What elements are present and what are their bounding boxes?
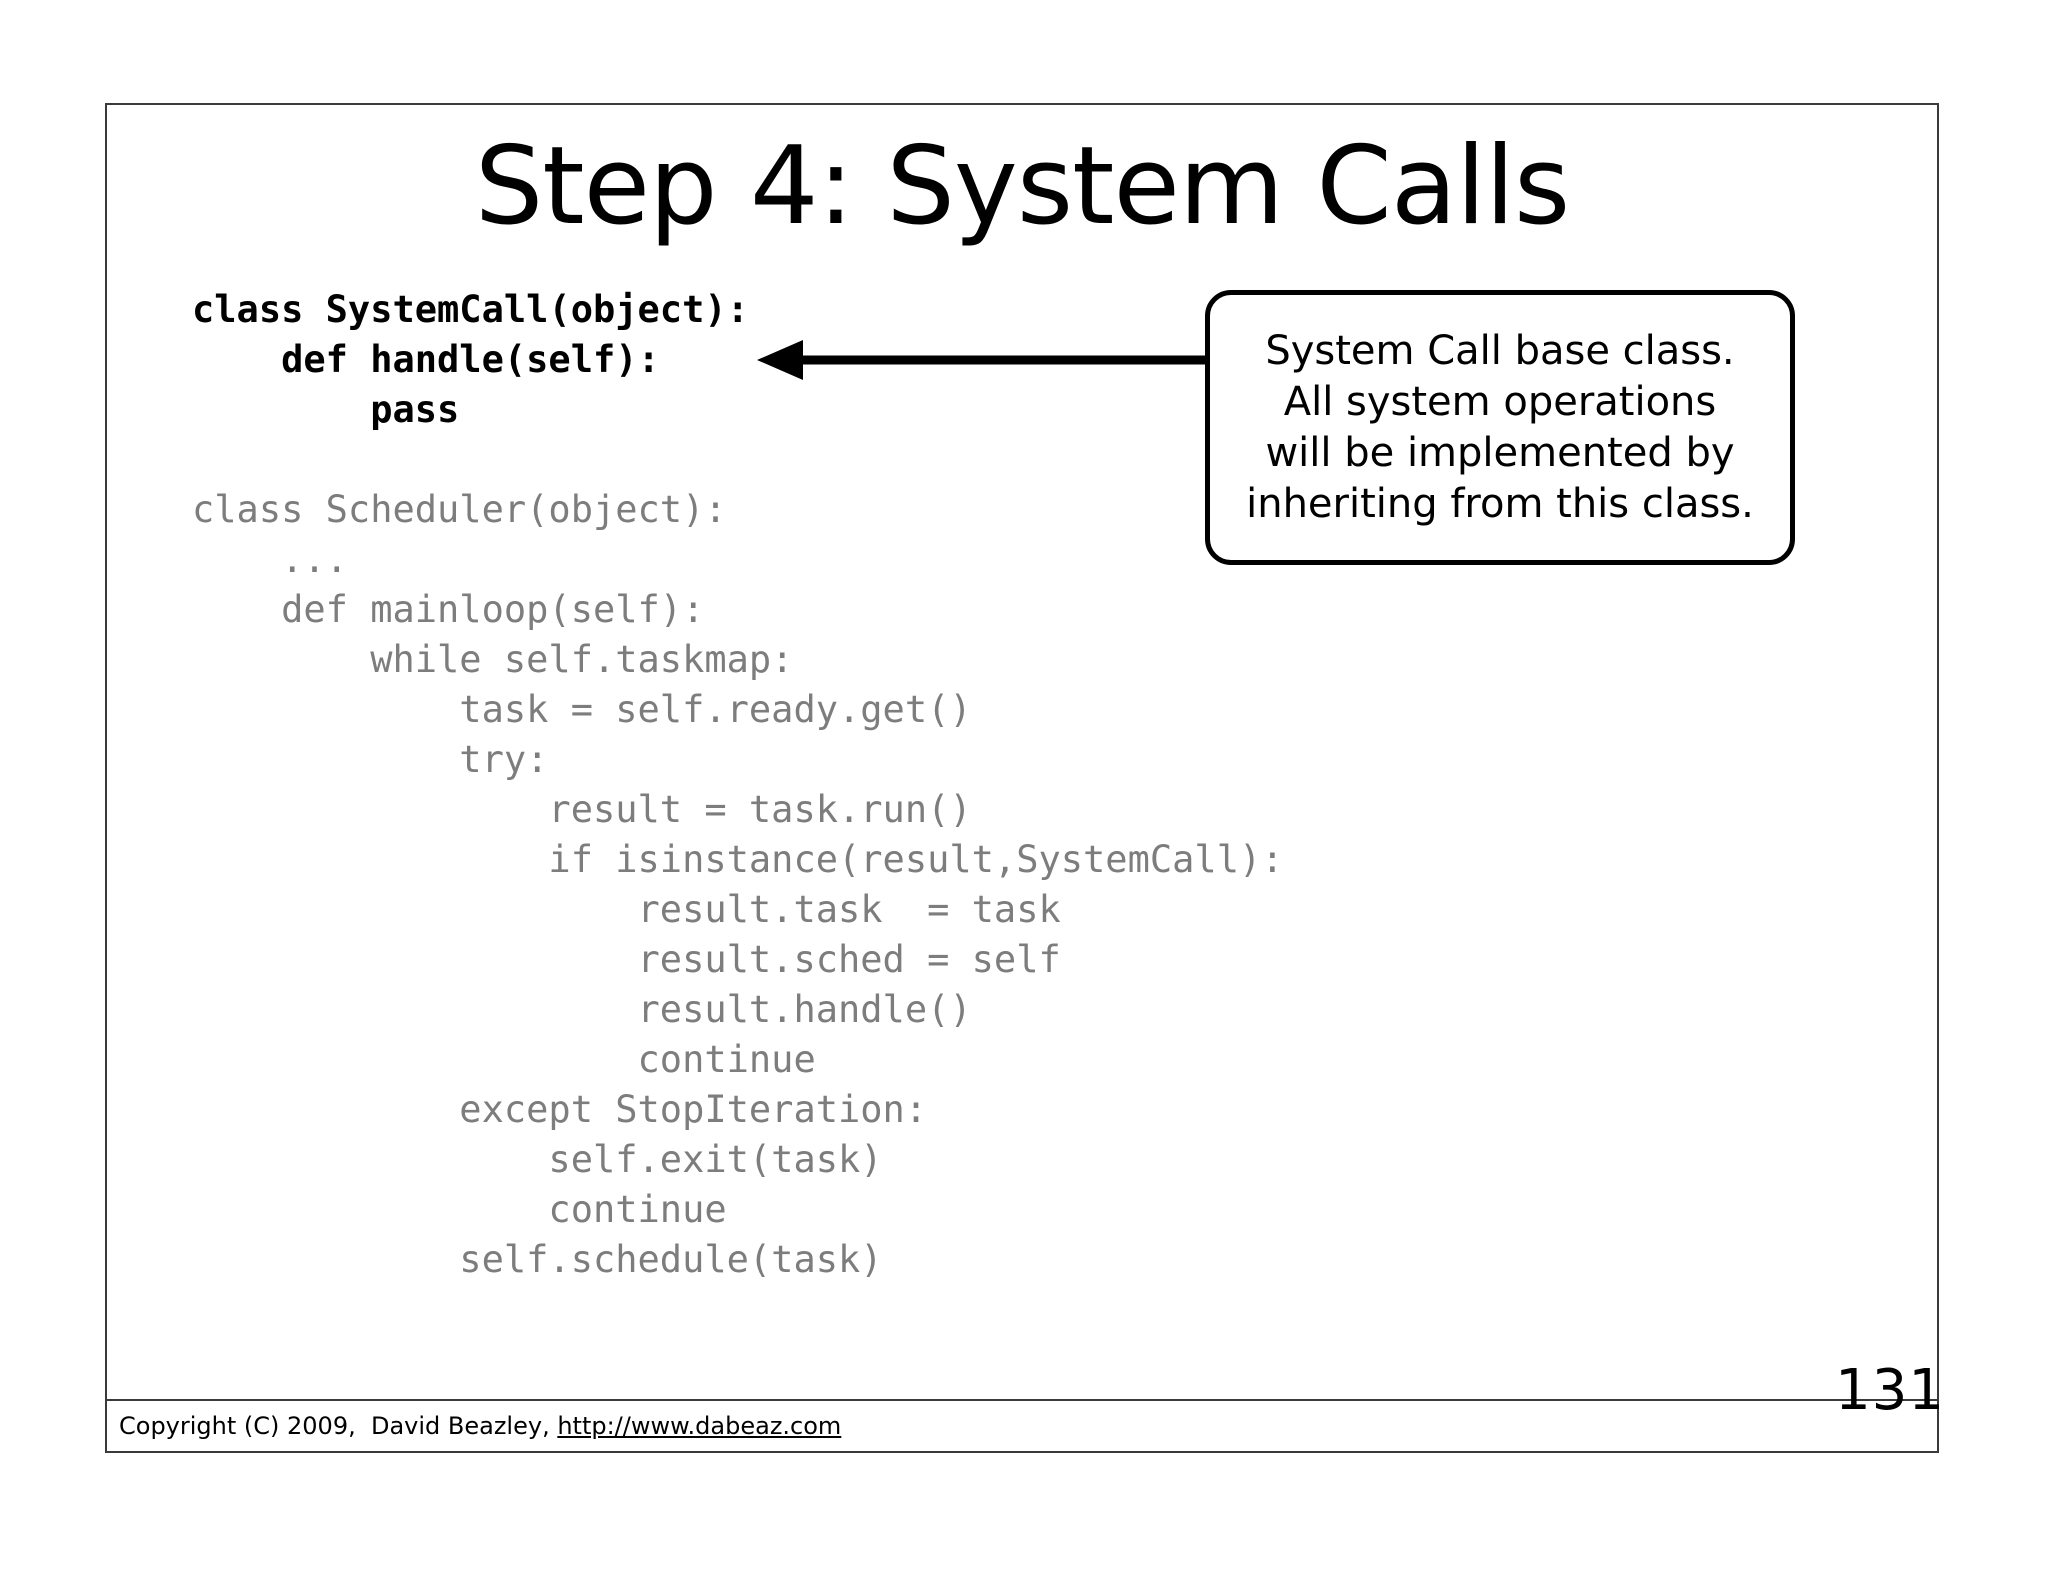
code-line: continue [192, 1038, 816, 1081]
code-line: result.task = task [192, 888, 1061, 931]
code-line: pass [192, 388, 460, 431]
code-line: while self.taskmap: [192, 638, 794, 681]
slide-frame: Step 4: System Calls class SystemCall(ob… [105, 103, 1944, 1453]
code-line: task = self.ready.get() [192, 688, 972, 731]
code-line: class Scheduler(object): [192, 488, 727, 531]
code-line: self.exit(task) [192, 1138, 883, 1181]
code-line: class SystemCall(object): [192, 288, 749, 331]
page-title: Step 4: System Calls [474, 124, 1571, 249]
code-line: except StopIteration: [192, 1088, 928, 1131]
callout-box: System Call base class. All system opera… [1205, 290, 1795, 565]
code-line: ... [192, 538, 348, 581]
copyright-text: Copyright (C) 2009, David Beazley, [119, 1412, 558, 1440]
code-line: result.sched = self [192, 938, 1061, 981]
code-line: if isinstance(result,SystemCall): [192, 838, 1284, 881]
callout-arrow-icon [757, 340, 1213, 380]
page-number: 131 [1835, 1358, 1945, 1423]
code-line: result.handle() [192, 988, 972, 1031]
code-line: result = task.run() [192, 788, 972, 831]
code-line: try: [192, 738, 549, 781]
footer-bar: Copyright (C) 2009, David Beazley, http:… [107, 1399, 1937, 1451]
code-line: def mainloop(self): [192, 588, 705, 631]
code-line [192, 435, 1284, 485]
code-line: self.schedule(task) [192, 1238, 883, 1281]
code-line: def handle(self): [192, 338, 660, 381]
code-listing: class SystemCall(object): def handle(sel… [192, 285, 1284, 1285]
website-link[interactable]: http://www.dabeaz.com [557, 1412, 842, 1440]
callout-text: System Call base class. All system opera… [1246, 327, 1754, 527]
code-line: continue [192, 1188, 727, 1231]
